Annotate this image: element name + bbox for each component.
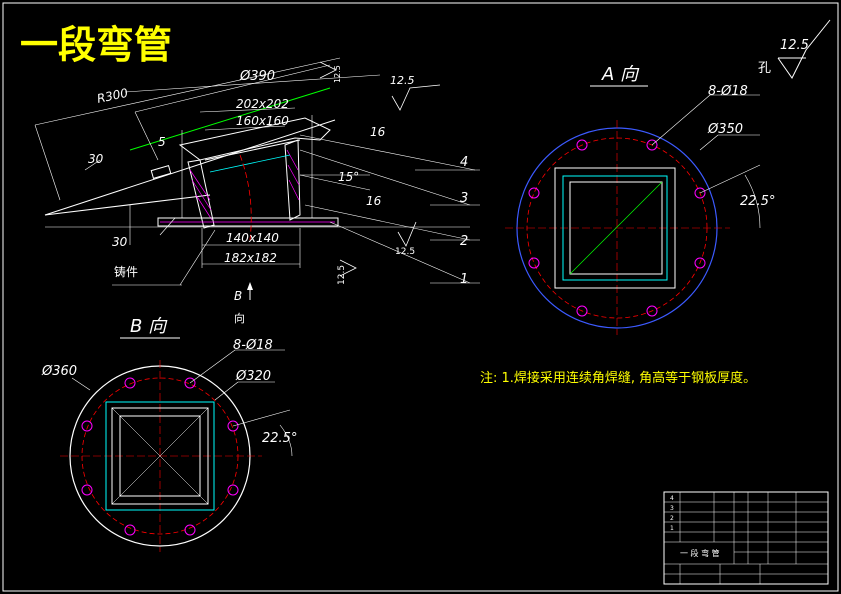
title-block-row-1: 1 <box>670 525 674 532</box>
label-ra-right: 12.5 <box>390 74 415 87</box>
part-number-4: 4 <box>460 155 468 170</box>
view-b-arrow-label: B <box>234 289 242 303</box>
label-140x140: 140x140 <box>226 231 279 245</box>
label-160x160: 160x160 <box>236 114 289 128</box>
view-a-angle-label: 22.5° <box>740 194 775 209</box>
label-ra-bottom: 12.5 <box>395 247 415 257</box>
view-a-bolt-holes <box>528 139 706 317</box>
drawing-title: 一段弯管 <box>20 23 172 67</box>
part-number-3: 3 <box>460 191 468 206</box>
label-16-top: 16 <box>370 125 386 139</box>
label-182x182: 182x182 <box>224 251 277 265</box>
roughness-value: 12.5 <box>780 38 809 53</box>
view-a-holes-label: 8-Ø18 <box>708 84 748 99</box>
label-ra-side: 12.5 <box>337 265 347 285</box>
label-15deg: 15° <box>338 170 359 184</box>
view-b-holes-label: 8-Ø18 <box>233 338 273 353</box>
label-30-bottom: 30 <box>112 235 128 249</box>
view-a-title: A 向 <box>601 64 640 85</box>
label-16-bottom: 16 <box>366 194 382 208</box>
view-a-d350-label: Ø350 <box>707 122 743 137</box>
view-b-title: B 向 <box>130 316 168 337</box>
view-a: A 向 8-Ø18 Ø350 22.5° <box>505 64 775 335</box>
label-ra-top: 12.5 <box>333 65 342 83</box>
view-b-angle-label: 22.5° <box>262 431 297 446</box>
title-block: 4 3 2 1 一 段 弯 管 <box>663 491 829 585</box>
view-b-arrow: B 向 <box>234 282 253 325</box>
part-number-2: 2 <box>460 234 468 249</box>
label-202x202: 202x202 <box>236 97 289 111</box>
roughness-symbol-general: 12.5 孔 <box>758 19 831 79</box>
label-5: 5 <box>158 135 166 149</box>
view-b-d360-label: Ø360 <box>41 364 77 379</box>
roughness-note: 孔 <box>758 61 771 76</box>
label-r300: R300 <box>96 86 130 106</box>
label-casting: 铸件 <box>114 264 138 279</box>
label-30-top: 30 <box>88 152 104 166</box>
title-block-row-4: 4 <box>670 495 674 502</box>
title-block-row-2: 2 <box>670 515 674 522</box>
title-block-row-3: 3 <box>670 505 674 512</box>
view-b: B 向 8-Ø18 Ø360 Ø320 22.5° <box>41 316 297 552</box>
view-b-d320-label: Ø320 <box>235 369 271 384</box>
elbow-section-view: R300 Ø390 202x202 160x160 12.5 12.5 12.5… <box>34 57 480 287</box>
view-b-bolt-holes <box>81 377 239 536</box>
part-number-1: 1 <box>460 272 468 287</box>
title-block-name: 一 段 弯 管 <box>680 548 720 558</box>
technical-note: 注: 1.焊接采用连续角焊缝, 角高等于钢板厚度。 <box>480 370 756 386</box>
label-d390: Ø390 <box>239 69 275 84</box>
view-b-arrow-label2: 向 <box>234 311 245 325</box>
